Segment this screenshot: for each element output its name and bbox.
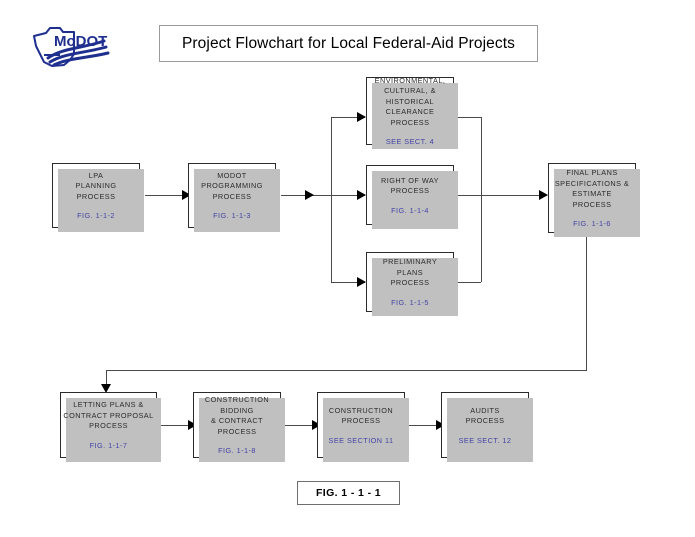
connector-merge-to-final-plans xyxy=(481,195,547,196)
arrowhead-bus-junction xyxy=(305,190,314,200)
connector-environmental-to-merge xyxy=(456,117,481,118)
connector-bus-to-environmental xyxy=(331,117,365,118)
modot-logo: MoDOT xyxy=(30,24,130,70)
node-construction-bidding[interactable]: CONSTRUCTION BIDDING & CONTRACT PROCESS … xyxy=(193,392,285,462)
page-title: Project Flowchart for Local Federal-Aid … xyxy=(181,34,515,52)
node-reference: SEE SECT. 12 xyxy=(458,435,512,445)
node-reference: FIG. 1-1-5 xyxy=(391,297,429,307)
arrowhead-into-letting-plans xyxy=(101,384,111,393)
figure-label: FIG. 1 - 1 - 1 xyxy=(315,487,382,499)
node-title: CONSTRUCTION BIDDING & CONTRACT PROCESS xyxy=(204,395,270,436)
node-final-plans[interactable]: FINAL PLANS SPECIFICATIONS & ESTIMATE PR… xyxy=(548,163,640,237)
node-reference: SEE SECTION 11 xyxy=(328,435,394,445)
connector-right-of-way-to-merge xyxy=(456,195,481,196)
fanout-bus xyxy=(331,117,332,282)
arrowhead-into-bidding xyxy=(188,420,197,430)
arrowhead-into-preliminary xyxy=(357,277,366,287)
connector-bus-to-preliminary xyxy=(331,282,365,283)
node-title: FINAL PLANS SPECIFICATIONS & ESTIMATE PR… xyxy=(554,168,630,209)
node-modot-programming[interactable]: MODOT PROGRAMMING PROCESS FIG. 1-1-3 xyxy=(188,163,280,232)
node-title: LETTING PLANS & CONTRACT PROPOSAL PROCES… xyxy=(63,400,154,431)
node-audits[interactable]: AUDITS PROCESS SEE SECT. 12 xyxy=(441,392,533,462)
node-title: ENVIRONMENTAL, CULTURAL, & HISTORICAL CL… xyxy=(374,75,446,127)
arrowhead-into-right-of-way xyxy=(357,190,366,200)
page-title-box: Project Flowchart for Local Federal-Aid … xyxy=(159,25,538,62)
node-reference: FIG. 1-1-8 xyxy=(218,446,256,455)
connector-construction-to-audits xyxy=(405,425,441,426)
connector-down-to-letting xyxy=(106,370,107,388)
connector-bidding-to-construction xyxy=(281,425,317,426)
node-right-of-way[interactable]: RIGHT OF WAY PROCESS FIG. 1-1-4 xyxy=(366,165,458,229)
node-title: AUDITS PROCESS xyxy=(465,405,505,426)
arrowhead-into-modot xyxy=(182,190,191,200)
node-title: CONSTRUCTION PROCESS xyxy=(328,405,394,426)
arrowhead-into-construction xyxy=(312,420,321,430)
svg-text:MoDOT: MoDOT xyxy=(54,33,107,50)
node-title: PRELIMINARY PLANS PROCESS xyxy=(382,257,438,288)
node-lpa-planning[interactable]: LPA PLANNING PROCESS FIG. 1-1-2 xyxy=(52,163,144,232)
arrowhead-into-environmental xyxy=(357,112,366,122)
node-reference: FIG. 1-1-3 xyxy=(213,211,251,221)
arrowhead-into-audits xyxy=(436,420,445,430)
merge-bus xyxy=(481,117,482,282)
connector-letting-to-bidding xyxy=(157,425,193,426)
node-title: MODOT PROGRAMMING PROCESS xyxy=(201,170,263,201)
node-reference: FIG. 1-1-6 xyxy=(573,219,611,228)
node-reference: FIG. 1-1-4 xyxy=(391,205,429,215)
node-construction[interactable]: CONSTRUCTION PROCESS SEE SECTION 11 xyxy=(317,392,409,462)
figure-label-box: FIG. 1 - 1 - 1 xyxy=(297,481,400,505)
node-environmental-clearance[interactable]: ENVIRONMENTAL, CULTURAL, & HISTORICAL CL… xyxy=(366,75,458,149)
node-letting-plans[interactable]: LETTING PLANS & CONTRACT PROPOSAL PROCES… xyxy=(60,392,161,462)
node-preliminary-plans[interactable]: PRELIMINARY PLANS PROCESS FIG. 1-1-5 xyxy=(366,252,458,316)
node-title: LPA PLANNING PROCESS xyxy=(75,170,117,201)
node-reference: SEE SECT. 4 xyxy=(385,137,435,147)
connector-bus-to-right-of-way xyxy=(331,195,365,196)
connector-final-plans-left xyxy=(106,370,587,371)
connector-preliminary-to-merge xyxy=(456,282,481,283)
arrowhead-into-final-plans xyxy=(539,190,548,200)
node-reference: FIG. 1-1-7 xyxy=(89,440,128,450)
node-title: RIGHT OF WAY PROCESS xyxy=(381,175,439,196)
node-reference: FIG. 1-1-2 xyxy=(77,211,115,221)
connector-final-plans-down xyxy=(586,234,587,371)
connector-lpa-to-modot xyxy=(145,195,187,196)
